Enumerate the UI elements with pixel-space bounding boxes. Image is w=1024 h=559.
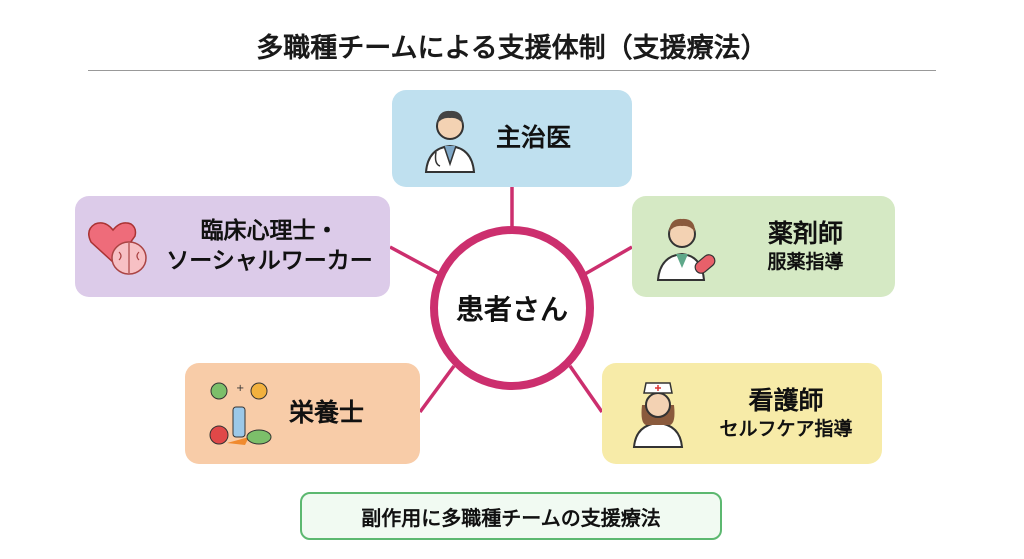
svg-text:+: + bbox=[236, 383, 244, 394]
link-nutritionist bbox=[418, 364, 456, 414]
role-pharmacist: 薬剤師 服薬指導 bbox=[632, 196, 895, 297]
heart-brain-icon bbox=[88, 221, 147, 275]
role-label-2: ソーシャルワーカー bbox=[166, 247, 373, 274]
role-label: 薬剤師 bbox=[767, 218, 843, 248]
role-sublabel: 服薬指導 bbox=[767, 251, 844, 274]
role-label: 看護師 bbox=[748, 385, 824, 415]
pharmacist-icon bbox=[656, 218, 716, 281]
role-label: 栄養士 bbox=[289, 398, 365, 428]
role-nurse: 看護師 セルフケア指導 bbox=[602, 363, 882, 464]
doctor-icon bbox=[424, 110, 476, 173]
role-doctor: 主治医 bbox=[392, 90, 632, 187]
link-nurse bbox=[568, 365, 604, 413]
link-pharmacist bbox=[584, 245, 633, 276]
role-label: 臨床心理士・ bbox=[200, 217, 339, 244]
role-sublabel: セルフケア指導 bbox=[719, 418, 853, 441]
role-nutritionist: + 栄養士 bbox=[185, 363, 420, 464]
nurse-icon bbox=[632, 381, 684, 448]
patient-node: 患者さん bbox=[430, 226, 594, 390]
link-psychologist bbox=[389, 245, 441, 276]
nutrition-icon: + bbox=[209, 382, 272, 445]
title-divider bbox=[88, 70, 936, 71]
page-title: 多職種チームによる支援体制（支援療法） bbox=[256, 33, 768, 64]
role-label: 主治医 bbox=[496, 123, 572, 153]
footer-caption: 副作用に多職種チームの支援療法 bbox=[300, 492, 722, 540]
role-psychologist: 臨床心理士・ ソーシャルワーカー bbox=[75, 196, 390, 297]
